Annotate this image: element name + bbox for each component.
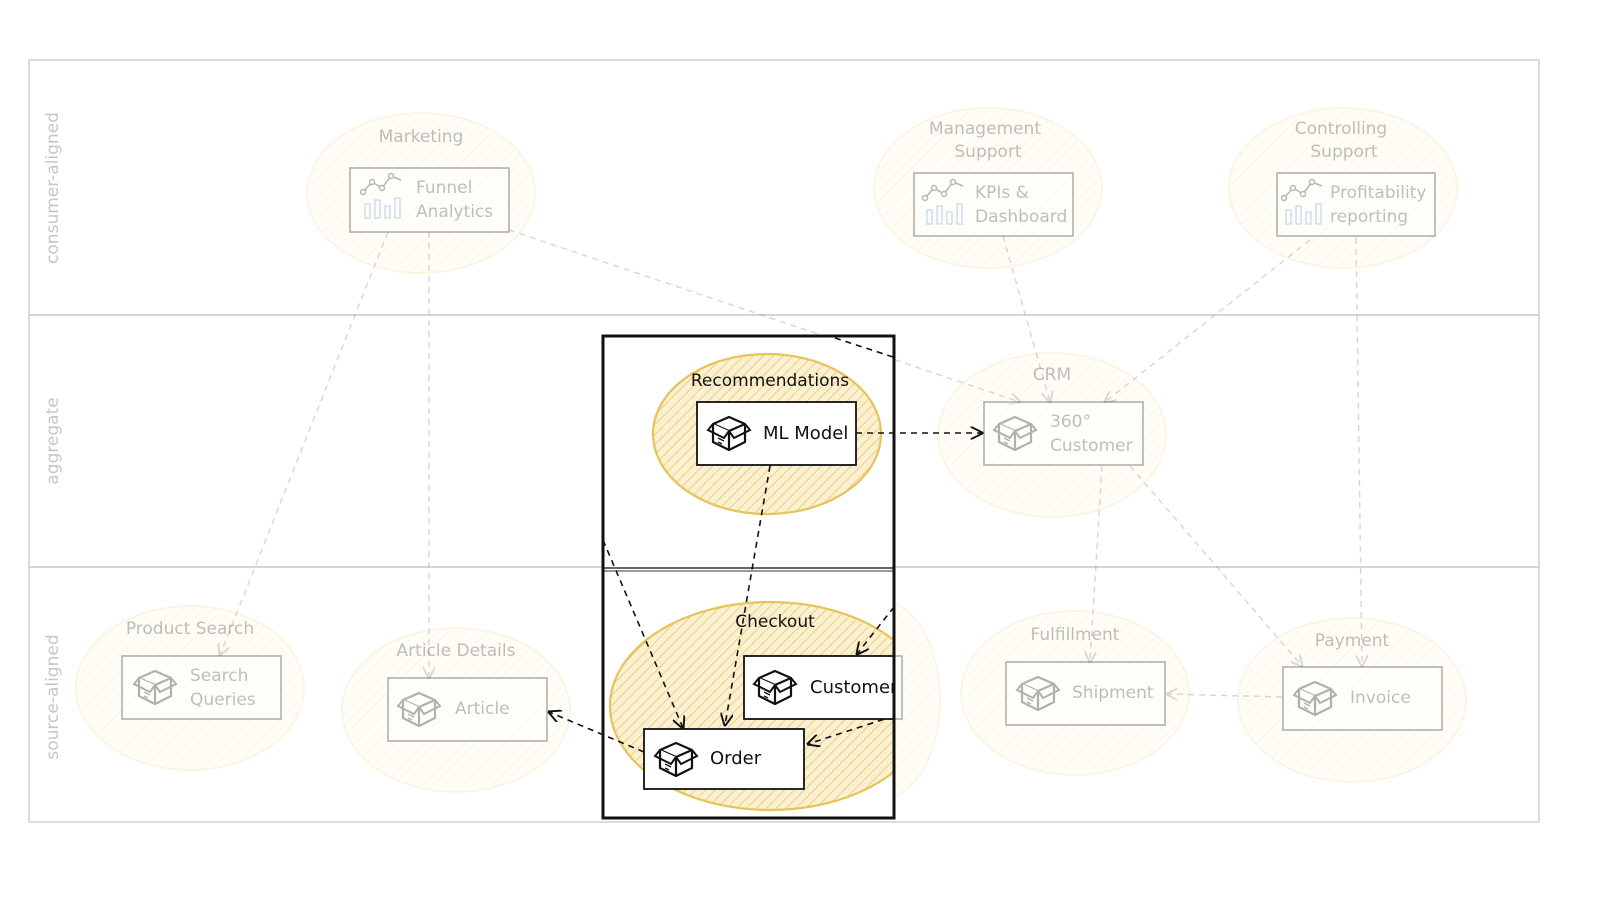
arrow-funnel-customer360 bbox=[508, 229, 1020, 402]
label-fulfillment: Fulfillment bbox=[1031, 625, 1120, 645]
node-label: Profitability bbox=[1330, 183, 1426, 203]
node-ml-model: ML Model bbox=[696, 401, 857, 466]
arrow-invoice-shipment bbox=[1167, 694, 1283, 697]
lane-label-consumer: consumer-aligned bbox=[43, 112, 63, 264]
lane-label-aggregate: aggregate bbox=[43, 397, 63, 484]
node-label: Order bbox=[710, 748, 762, 769]
node-funnel-analytics: Funnel Analytics bbox=[349, 167, 510, 233]
focus-arrows-inside bbox=[603, 465, 894, 744]
node-order: Order bbox=[643, 728, 805, 790]
label-checkout: Checkout bbox=[735, 612, 815, 632]
node-search-queries: Search Queries bbox=[121, 655, 282, 720]
domain-marketing bbox=[306, 112, 536, 274]
label-management-2: Support bbox=[954, 142, 1022, 162]
faded-arrows bbox=[220, 229, 1362, 697]
arrow-funnel-search bbox=[220, 231, 389, 655]
node-label: Customer bbox=[810, 677, 898, 698]
node-label: Customer bbox=[1050, 436, 1133, 456]
focus-region: Recommendations Checkout ML Model Custom… bbox=[601, 334, 898, 820]
label-controlling-2: Support bbox=[1310, 142, 1378, 162]
label-article-details: Article Details bbox=[397, 641, 516, 661]
node-label: Funnel bbox=[416, 178, 472, 198]
domain-product-search bbox=[75, 605, 305, 771]
node-label: Analytics bbox=[416, 202, 493, 222]
node-shipment: Shipment bbox=[1005, 661, 1166, 726]
arrow-shipment-order bbox=[808, 715, 894, 744]
node-invoice: Invoice bbox=[1282, 666, 1443, 731]
label-marketing: Marketing bbox=[379, 127, 464, 147]
focus-frame bbox=[601, 334, 896, 820]
node-article: Article bbox=[387, 677, 548, 742]
faded-domain-labels: Marketing Management Support Controlling… bbox=[126, 119, 1390, 661]
node-label: Search bbox=[190, 666, 248, 686]
node-label: Dashboard bbox=[975, 207, 1067, 227]
arrow-profitability-customer360 bbox=[1105, 239, 1311, 402]
label-product-search: Product Search bbox=[126, 619, 254, 639]
node-label: ML Model bbox=[763, 423, 848, 444]
node-label: Shipment bbox=[1072, 683, 1154, 703]
node-label: Article bbox=[455, 699, 510, 719]
label-management-1: Management bbox=[929, 119, 1041, 139]
domain-controlling-support bbox=[1228, 107, 1458, 269]
faded-nodes: Funnel Analytics KPIs & Dashboard Profit… bbox=[121, 167, 1443, 742]
domain-article-details bbox=[341, 627, 571, 793]
crossing-arrows bbox=[549, 337, 982, 753]
node-label: Queries bbox=[190, 690, 256, 710]
node-customer: Customer bbox=[743, 655, 898, 720]
domain-management-support bbox=[873, 107, 1103, 269]
label-payment: Payment bbox=[1315, 631, 1390, 651]
node-label: KPIs & bbox=[975, 183, 1029, 203]
label-recommendations: Recommendations bbox=[691, 371, 849, 391]
lane-label-source: source-aligned bbox=[43, 634, 63, 759]
node-label: Invoice bbox=[1350, 688, 1411, 708]
node-label: 360° bbox=[1050, 412, 1091, 432]
arrow-kpis-customer360 bbox=[1002, 235, 1050, 402]
arrow-funnel-order bbox=[603, 539, 683, 728]
label-crm: CRM bbox=[1033, 365, 1071, 385]
node-360-customer: 360° Customer bbox=[983, 401, 1144, 466]
arrow-profitability-invoice bbox=[1355, 237, 1362, 666]
node-profitability-reporting: Profitability reporting bbox=[1276, 172, 1436, 237]
domain-fulfillment bbox=[960, 610, 1190, 776]
node-kpis-dashboard: KPIs & Dashboard bbox=[913, 172, 1074, 237]
label-controlling-1: Controlling bbox=[1295, 119, 1387, 139]
arrow-customer360-customer bbox=[857, 606, 894, 654]
node-label: reporting bbox=[1330, 207, 1408, 227]
